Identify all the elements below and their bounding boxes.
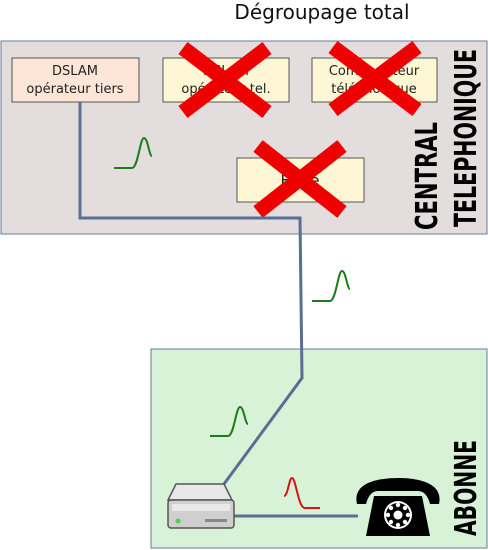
- dslam-third-party-box: DSLAM opérateur tiers: [11, 57, 140, 103]
- filter-box: Filtre: [236, 140, 365, 218]
- dslam-telco-box: DSLAM opérateur tel.: [162, 42, 290, 118]
- adsl-signal-icon: [114, 136, 153, 169]
- central-label-line2: TELEPHONIQUE: [449, 49, 484, 227]
- central-label-line1: CENTRAL: [410, 122, 445, 230]
- voice-signal-icon: [283, 476, 320, 509]
- switch-cross-icon: [328, 41, 422, 116]
- filter-cross-icon: [253, 140, 347, 218]
- diagram-title: Dégroupage total: [234, 0, 409, 24]
- subscriber-line: [78, 102, 304, 485]
- dslam-third-line2: opérateur tiers: [26, 82, 123, 97]
- adsl-signal-icon: [312, 269, 351, 302]
- subscriber-label: ABONNE: [449, 440, 484, 536]
- dslam-telco-cross-icon: [178, 42, 272, 118]
- telephone-icon: [356, 478, 440, 536]
- telephone-switch-box: Commutateur téléphonique: [311, 41, 438, 116]
- adsl-signal-icon: [210, 405, 249, 437]
- dslam-third-line1: DSLAM: [52, 64, 98, 79]
- modem-icon: [166, 483, 235, 529]
